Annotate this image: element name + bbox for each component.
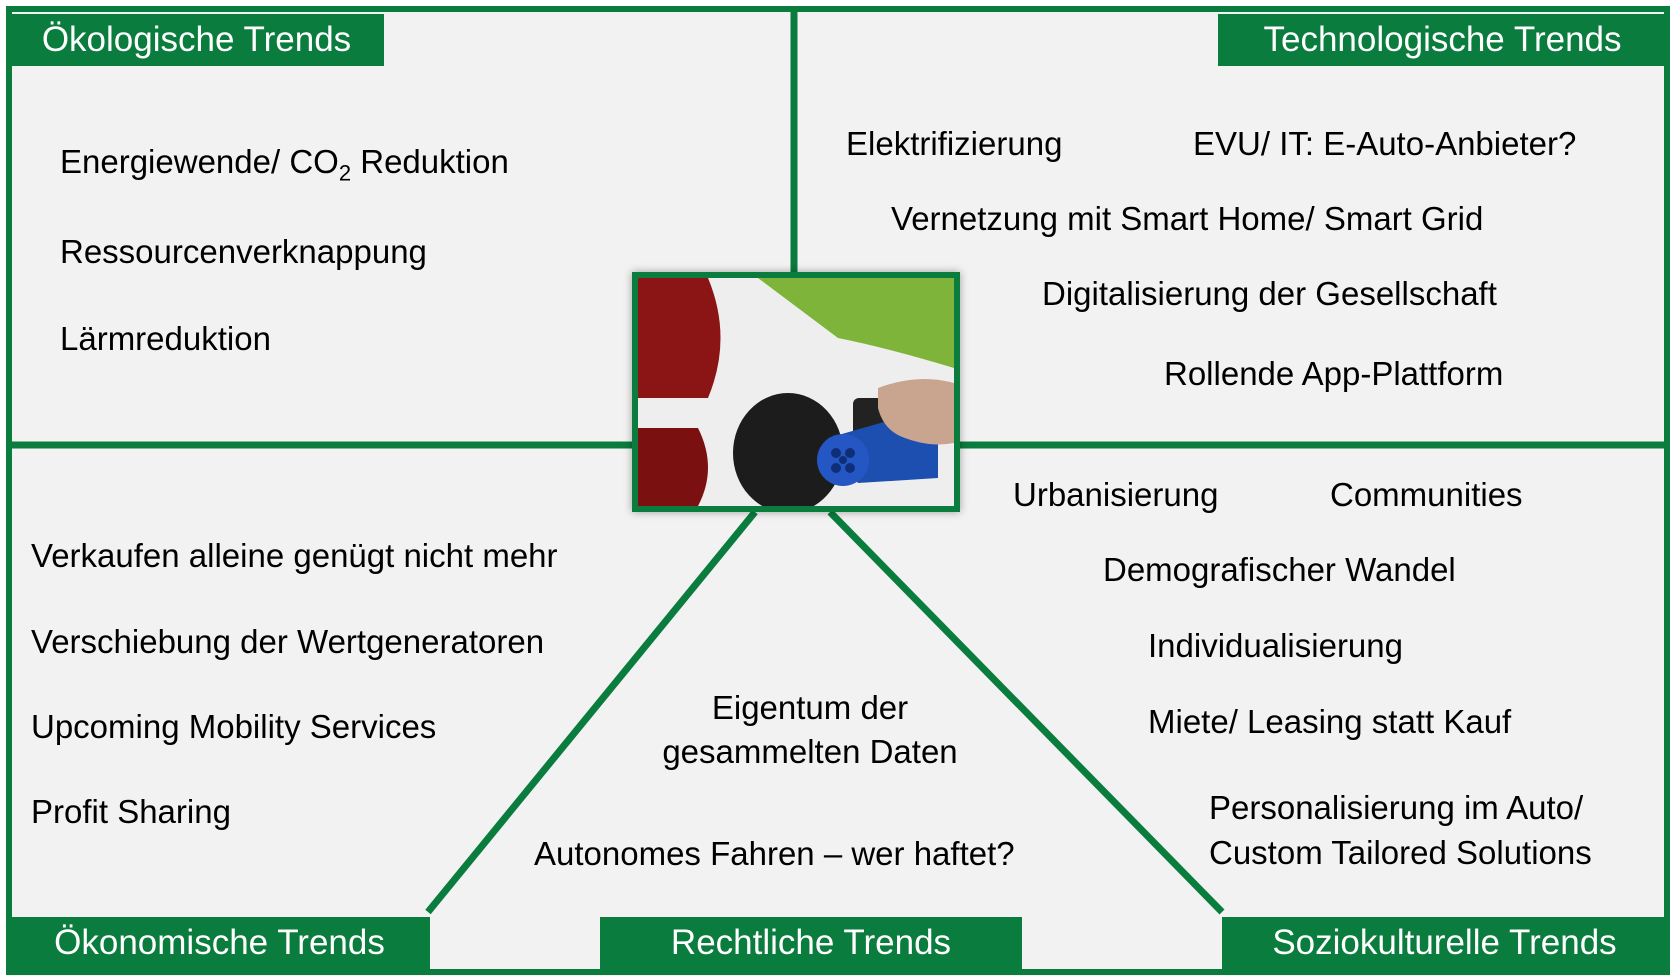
outer-frame [6, 6, 1670, 975]
rechtlich-item: Autonomes Fahren – wer haftet? [534, 835, 1015, 872]
diagonal-divider-left [425, 509, 758, 915]
hand [878, 379, 954, 445]
technologisch-item: Rollende App-Plattform [1164, 355, 1504, 392]
soziokulturell-item: Miete/ Leasing statt Kauf [1148, 703, 1512, 740]
oekonomisch-item: Verkaufen alleine genügt nicht mehr [31, 537, 558, 574]
soziokulturell-item: Communities [1330, 476, 1523, 513]
energiewende-prefix: Energiewende/ CO [60, 143, 339, 180]
oekologisch-energiewende: Energiewende/ CO2 Reduktion [60, 142, 509, 194]
oekonomisch-item: Profit Sharing [31, 793, 231, 830]
soziokulturell-item: Individualisierung [1148, 627, 1403, 664]
header-technologische-trends: Technologische Trends [1218, 14, 1667, 66]
soziokulturell-item: Demografischer Wandel [1103, 551, 1456, 588]
green-car-stripe [758, 278, 954, 368]
header-rechtliche-trends: Rechtliche Trends [600, 917, 1022, 969]
soziokulturell-item: Personalisierung im Auto/ [1209, 789, 1584, 826]
oekonomisch-item: Verschiebung der Wertgeneratoren [31, 623, 545, 660]
technologisch-item: Vernetzung mit Smart Home/ Smart Grid [891, 200, 1484, 237]
energiewende-suffix: Reduktion [351, 143, 509, 180]
oekologisch-item: Ressourcenverknappung [60, 233, 427, 270]
soziokulturell-item: Custom Tailored Solutions [1209, 834, 1592, 871]
technologisch-item: Digitalisierung der Gesellschaft [1042, 275, 1497, 312]
ev-charging-illustration [638, 278, 954, 506]
oekologisch-item: Lärmreduktion [60, 320, 271, 357]
technologisch-item: EVU/ IT: E-Auto-Anbieter? [1193, 125, 1577, 162]
soziokulturell-item: Urbanisierung [1013, 476, 1219, 513]
technologisch-item: Elektrifizierung [846, 125, 1063, 162]
rechtlich-item: gesammelten Daten [662, 733, 958, 770]
rechtlich-item: Eigentum der [711, 689, 909, 726]
diagonal-divider-right [827, 509, 1225, 915]
header-oekologische-trends: Ökologische Trends [9, 14, 384, 66]
energiewende-subscript: 2 [338, 160, 352, 186]
ev-charging-photo-icon [632, 272, 960, 512]
oekonomisch-item: Upcoming Mobility Services [31, 708, 437, 745]
charging-port [733, 393, 843, 506]
header-oekonomische-trends: Ökonomische Trends [9, 917, 430, 969]
tail-light-upper [638, 278, 721, 398]
tail-light-lower [638, 428, 708, 506]
header-soziokulturelle-trends: Soziokulturelle Trends [1222, 917, 1667, 969]
